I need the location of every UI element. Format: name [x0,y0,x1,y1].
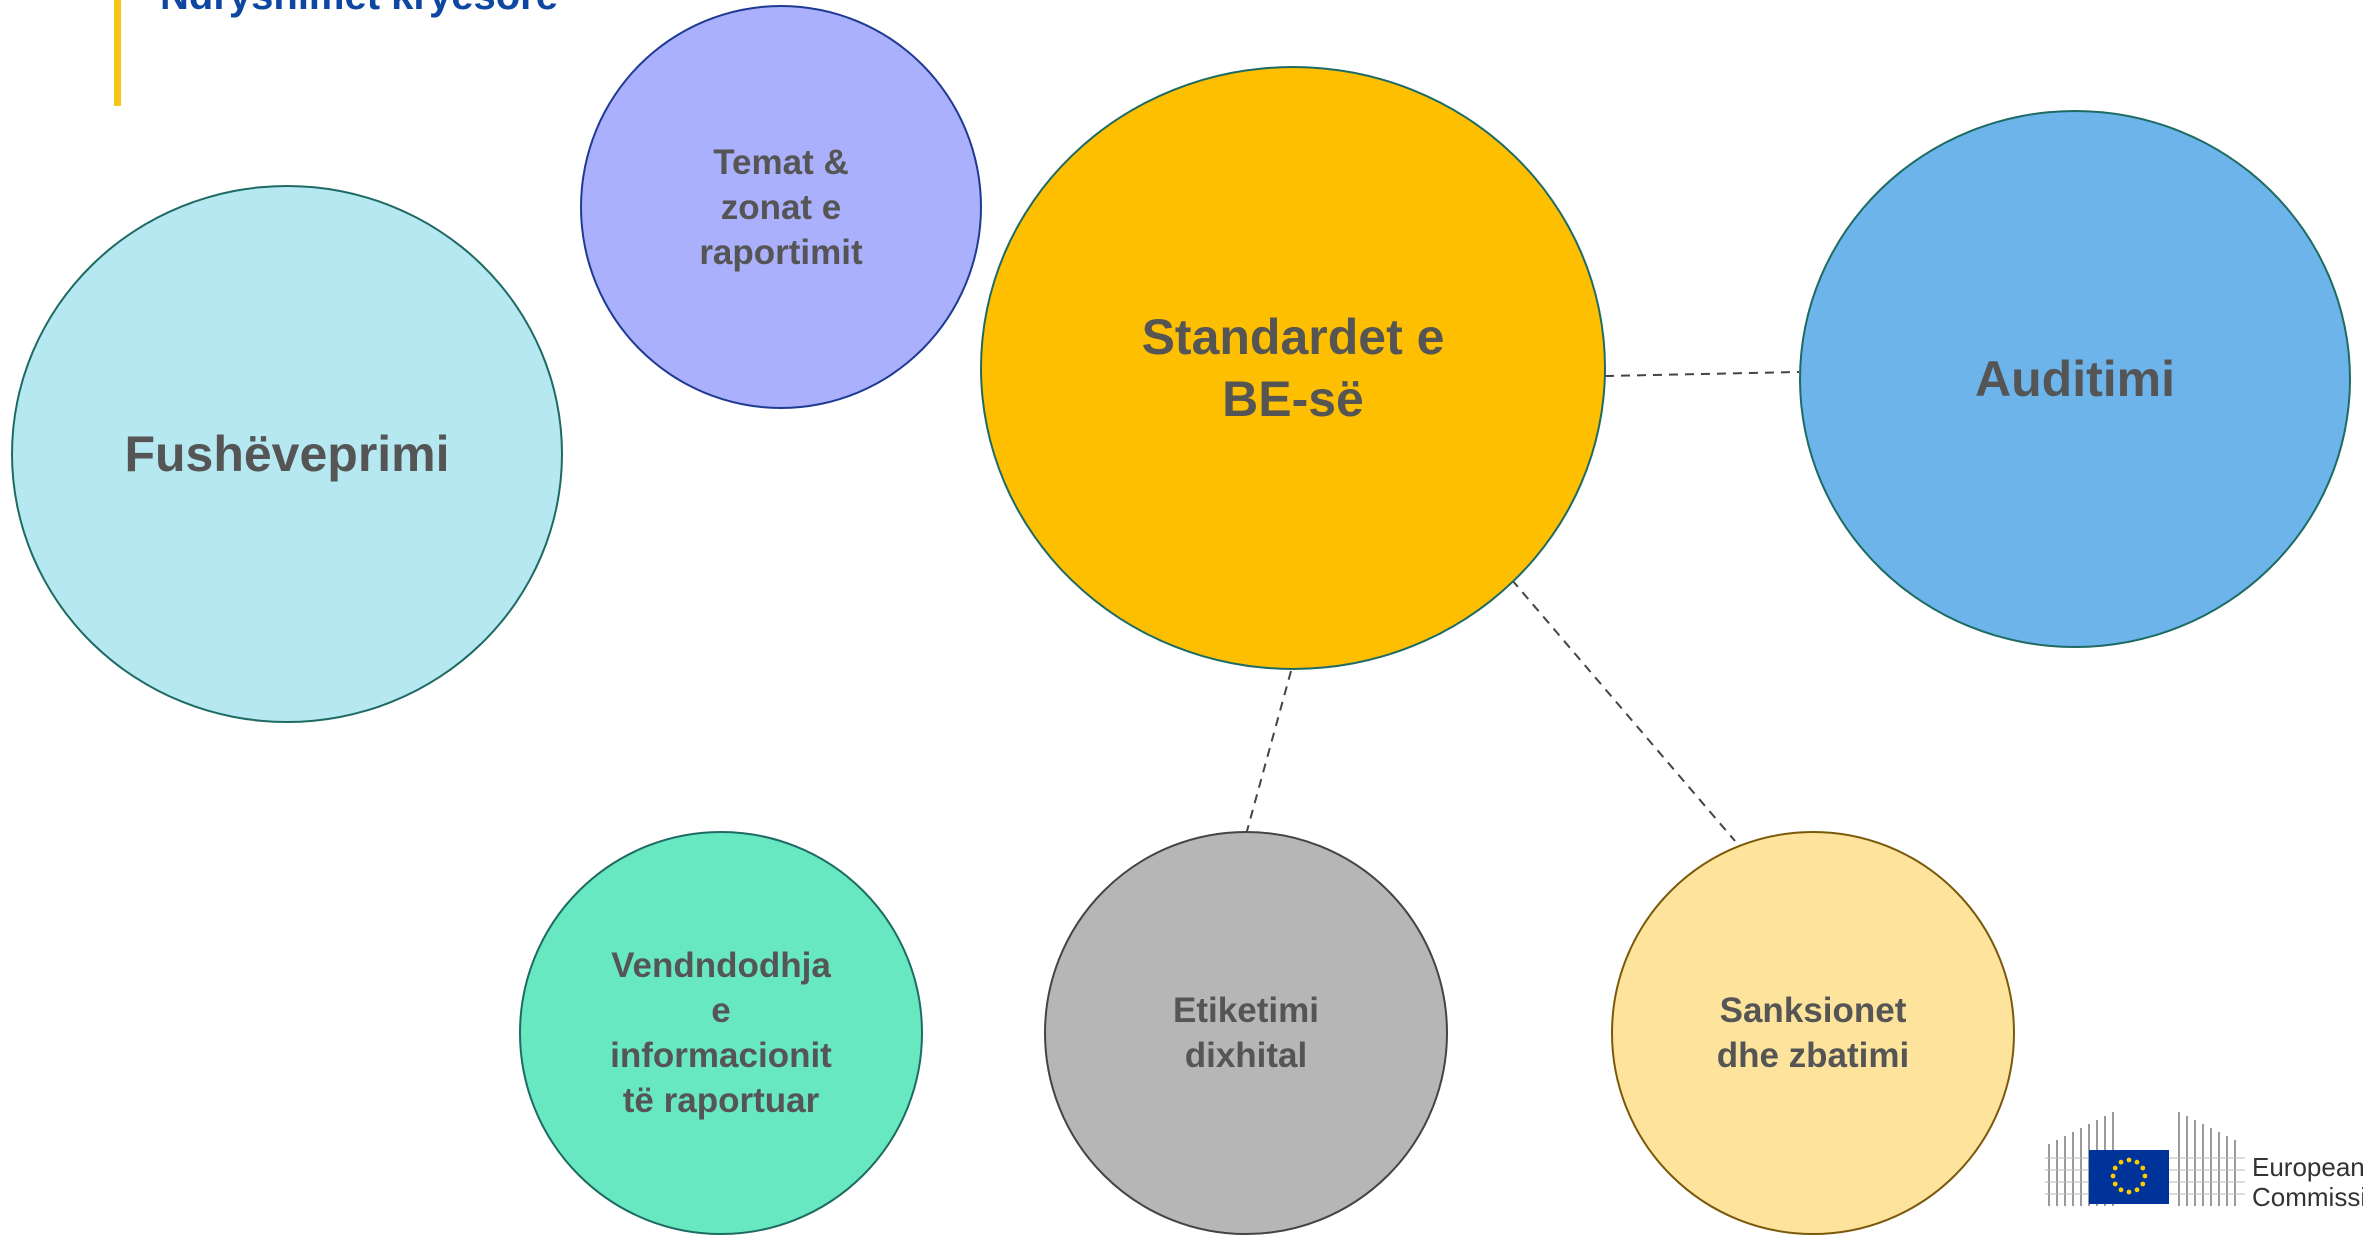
logo-text-line1: European [2252,1152,2363,1182]
bubble-reporting-topics: Temat & zonat e raportimit [580,5,982,409]
bubble-scope: Fushëveprimi [11,185,563,723]
title-accent-bar [114,0,121,106]
bubble-sanctions-enforcement: Sanksionet dhe zbatimi [1611,831,2015,1235]
connector-standards-labelling [1246,670,1292,832]
european-commission-logo: European Commission [2045,1108,2363,1212]
bubble-sanctions-enforcement-label: Sanksionet dhe zbatimi [1716,991,1910,1075]
bubble-information-location: Vendndodhja e informacionit të raportuar [519,831,923,1235]
bubble-audit: Auditimi [1799,110,2351,648]
bubble-digital-labelling: Etiketimi dixhital [1044,831,1448,1235]
bubble-audit-label: Auditimi [1975,351,2175,407]
page-title: Ndryshimet kryesore [160,0,558,19]
connector-standards-sanctions [1511,579,1736,842]
bubble-scope-label: Fushëveprimi [124,426,450,482]
bubble-information-location-label: Vendndodhja e informacionit të raportuar [610,946,832,1120]
bubble-reporting-topics-label: Temat & zonat e raportimit [699,142,863,272]
bubble-eu-standards-label: Standardet e BE-së [1141,309,1445,427]
commission-building-icon [2045,1112,2245,1206]
eu-flag-icon [2089,1150,2169,1204]
bubble-digital-labelling-label: Etiketimi dixhital [1173,991,1319,1075]
bubble-eu-standards: Standardet e BE-së [980,66,1606,670]
logo-text-line2: Commission [2252,1182,2363,1212]
